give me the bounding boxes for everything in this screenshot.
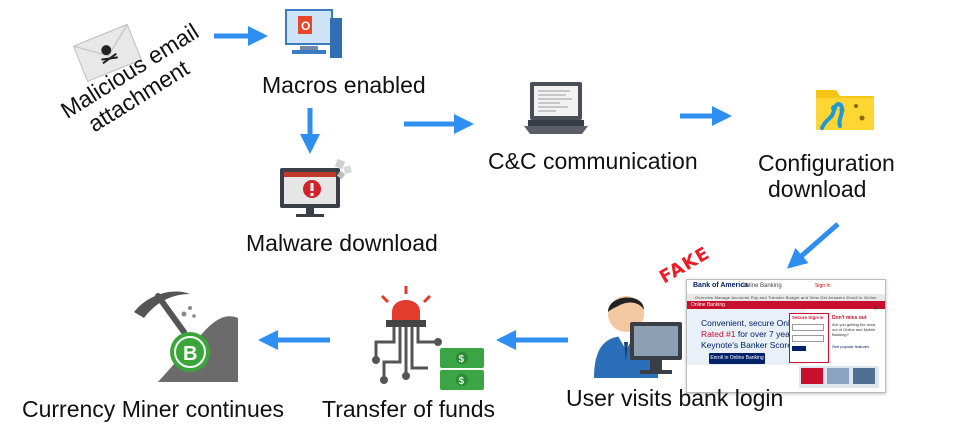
bank-thumb-2 (827, 368, 849, 384)
bank-logo: Bank of America (693, 282, 748, 289)
arrow-config-to-bank (786, 222, 840, 269)
bank-miss-title: Don't miss out (832, 315, 867, 321)
computer-office-icon: O (285, 9, 342, 58)
bank-close-icon: ✕ (873, 306, 879, 312)
label-cnc-communication: C&C communication (488, 148, 698, 174)
bank-login-field-1 (792, 324, 824, 331)
bank-thumb-3 (853, 368, 875, 384)
bank-sign-in-link: Sign In (815, 283, 831, 289)
label-user-visits-bank-login: User visits bank login (566, 385, 784, 411)
bank-red-bar-text: Online Banking (691, 302, 725, 308)
svg-text:B: B (183, 343, 197, 365)
bank-login-field-2 (792, 335, 824, 342)
bank-thumb-1 (801, 368, 823, 384)
bank-miss-text: Are you getting the most out of Online a… (832, 322, 876, 337)
bank-login-title: Secure Sign-in (792, 315, 824, 320)
label-configuration-line1: Configuration (758, 150, 895, 176)
bank-red-bar (687, 301, 885, 309)
bank-nav-bar (687, 294, 885, 301)
svg-text:O: O (301, 19, 310, 33)
monitor-alert-icon (280, 158, 352, 217)
bank-login-button (792, 346, 806, 351)
fake-bank-login-page: Bank of America Online Banking Sign In O… (686, 279, 886, 393)
alarm-circuit-money-icon: $ $ (372, 286, 484, 390)
bank-section-title: Online Banking (741, 283, 782, 289)
bank-top-bar (687, 280, 885, 294)
svg-text:$: $ (459, 376, 465, 387)
laptop-terminal-icon (524, 82, 588, 134)
bank-headline-2-rest: for over 7 years in (735, 329, 806, 339)
svg-text:$: $ (459, 354, 465, 365)
bank-headline-1: Convenient, secure Online (701, 318, 802, 328)
bank-headline-3: Keynote's Banker Scorecard (701, 340, 809, 350)
label-macros-enabled: Macros enabled (262, 72, 426, 98)
bank-rated: Rated #1 (701, 329, 736, 339)
folder-worm-icon (816, 90, 874, 130)
pickaxe-bitcoin-icon: B (134, 291, 238, 382)
bank-popular-link: See popular features (832, 344, 870, 349)
label-malware-download: Malware download (246, 230, 438, 256)
bank-headline-2: Rated #1 for over 7 years in (701, 329, 806, 339)
label-transfer-of-funds: Transfer of funds (322, 396, 496, 422)
label-configuration-line2: download (768, 176, 867, 203)
bank-enroll-button: Enroll in Online Banking (709, 353, 765, 364)
envelope-skull-icon (72, 23, 143, 83)
label-currency-miner-continues: Currency Miner continues (22, 396, 285, 422)
label-configuration-download: Configuration download (758, 150, 895, 203)
user-at-computer-icon (594, 296, 682, 378)
